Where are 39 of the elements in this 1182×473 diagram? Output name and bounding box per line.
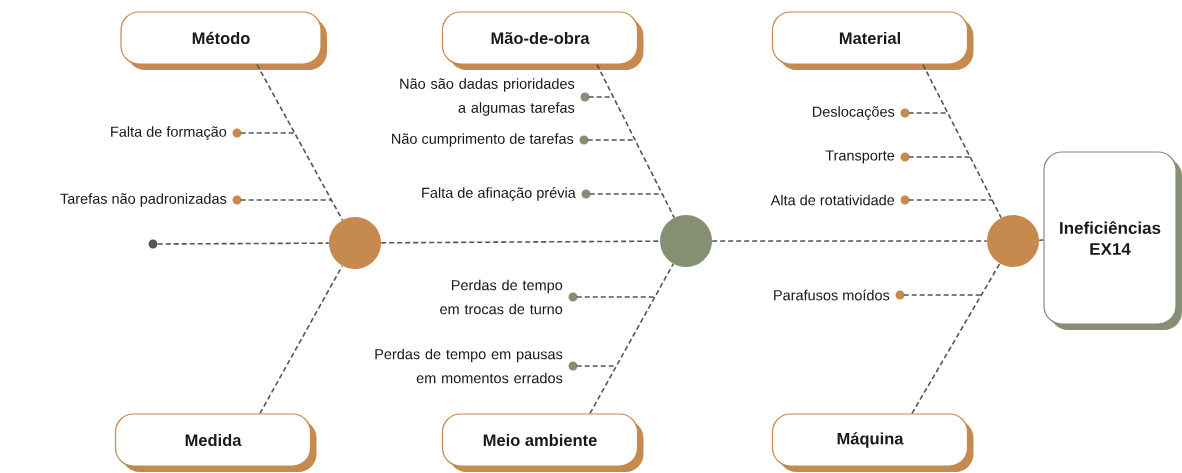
rib-line — [907, 156, 972, 158]
rib-line — [902, 294, 983, 296]
cause-label: Não são dadas prioridades a algumas tarefas — [400, 78, 575, 116]
rib-line — [239, 132, 296, 134]
junction-circle — [987, 215, 1039, 267]
cause-label: Parafusos moídos — [774, 289, 890, 301]
cause-label: Alta de rotatividade — [770, 194, 895, 206]
cause-label: Falta de formação — [111, 126, 227, 140]
connector-line — [1038, 239, 1045, 241]
connector-line — [596, 63, 675, 219]
result-box: Ineficiências EX14 — [1043, 151, 1182, 330]
rib-line — [239, 199, 333, 201]
rib-line — [575, 296, 656, 298]
category-box: Mão-de-obra — [441, 11, 644, 70]
cause-label: Transporte — [825, 150, 895, 164]
junction-circle — [660, 215, 712, 267]
cause-label: Não cumprimento de tarefas — [392, 133, 574, 147]
cause-label: Perdas de tempo em pausas em momentos errados — [375, 348, 563, 384]
category-box: Meio ambiente — [441, 413, 644, 472]
category-box: Medida — [114, 413, 317, 472]
connector-line — [259, 265, 344, 415]
cause-label: Perdas de tempo em trocas de turno — [440, 279, 563, 315]
cause-label: Tarefas não padronizadas — [60, 193, 227, 207]
category-box: Método — [120, 11, 327, 70]
cause-label: Deslocações — [813, 106, 895, 120]
connector-line — [589, 263, 675, 415]
connector-line — [380, 240, 661, 244]
connector-line — [911, 262, 1001, 415]
connector-line — [256, 63, 344, 221]
connector-line — [711, 240, 988, 242]
cause-label: Falta de afinação prévia — [422, 187, 576, 201]
rib-line — [587, 96, 615, 98]
category-box: Material — [771, 11, 974, 70]
rib-line — [907, 112, 949, 114]
junction-circle — [329, 217, 381, 269]
connector-line — [922, 63, 1002, 219]
connector-line — [156, 242, 330, 245]
category-box: Máquina — [771, 413, 974, 472]
rib-line — [907, 199, 993, 201]
